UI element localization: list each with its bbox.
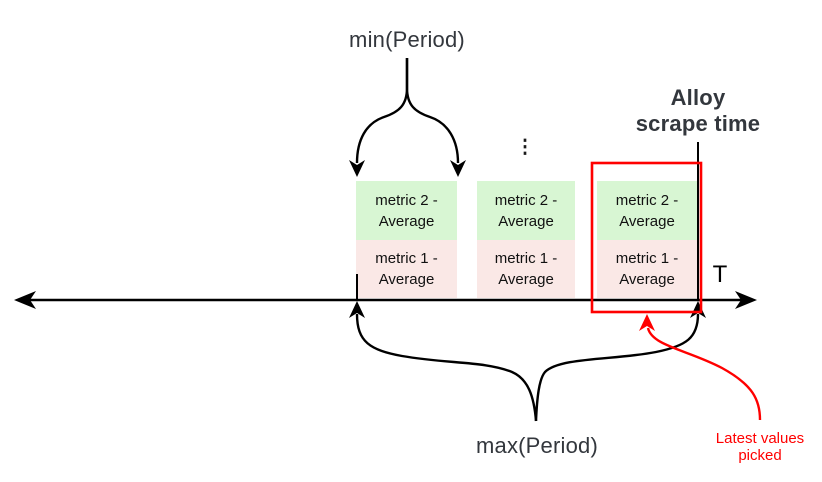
metric2-average-box: metric 2 - Average bbox=[597, 181, 697, 240]
min-period-label: min(Period) bbox=[349, 27, 465, 52]
max-left-arrow-icon bbox=[349, 301, 365, 318]
alloy-label-line2: scrape time bbox=[635, 111, 761, 137]
min-period-brace bbox=[349, 58, 466, 177]
latest-values-line1: Latest values bbox=[715, 430, 805, 447]
alloy-label-line1: Alloy bbox=[670, 85, 726, 110]
max-right-arrow-icon bbox=[690, 301, 706, 318]
max-period-label: max(Period) bbox=[475, 433, 598, 458]
latest-values-label: Latest values picked bbox=[700, 430, 820, 465]
axis-left-arrow-icon bbox=[14, 291, 36, 309]
latest-values-line2: picked bbox=[738, 447, 782, 465]
min-right-arrow-icon bbox=[450, 160, 466, 177]
alloy-scrape-time-label: Alloy scrape time bbox=[622, 85, 774, 138]
metric1-average-box: metric 1 - Average bbox=[597, 240, 697, 298]
metric1-average-box: metric 1 - Average bbox=[356, 240, 457, 298]
metric2-average-box: metric 2 - Average bbox=[477, 181, 575, 240]
metric1-label: metric 1 - Average bbox=[494, 250, 558, 288]
latest-values-arrow bbox=[639, 314, 762, 421]
metric1-label: metric 1 - Average bbox=[375, 250, 438, 288]
metric1-label: metric 1 - Average bbox=[615, 250, 679, 288]
axis-right-arrow-icon bbox=[735, 291, 757, 309]
metric1-average-box: metric 1 - Average bbox=[477, 240, 575, 298]
metric2-label: metric 2 - Average bbox=[375, 191, 438, 230]
max-period-brace bbox=[349, 301, 706, 422]
min-left-arrow-icon bbox=[349, 160, 365, 177]
metric2-label: metric 2 - Average bbox=[615, 191, 679, 230]
metric2-label: metric 2 - Average bbox=[494, 191, 558, 230]
time-axis-label: T bbox=[712, 261, 728, 288]
metric-column-1: metric 2 - Average metric 1 - Average bbox=[356, 181, 457, 298]
latest-arrow-head-icon bbox=[639, 314, 655, 331]
metric2-average-box: metric 2 - Average bbox=[356, 181, 457, 240]
metric-column-3: metric 2 - Average metric 1 - Average bbox=[597, 181, 697, 298]
more-samples-ellipsis: ⋮ bbox=[515, 137, 535, 158]
metric-column-2: metric 2 - Average metric 1 - Average bbox=[477, 181, 575, 298]
